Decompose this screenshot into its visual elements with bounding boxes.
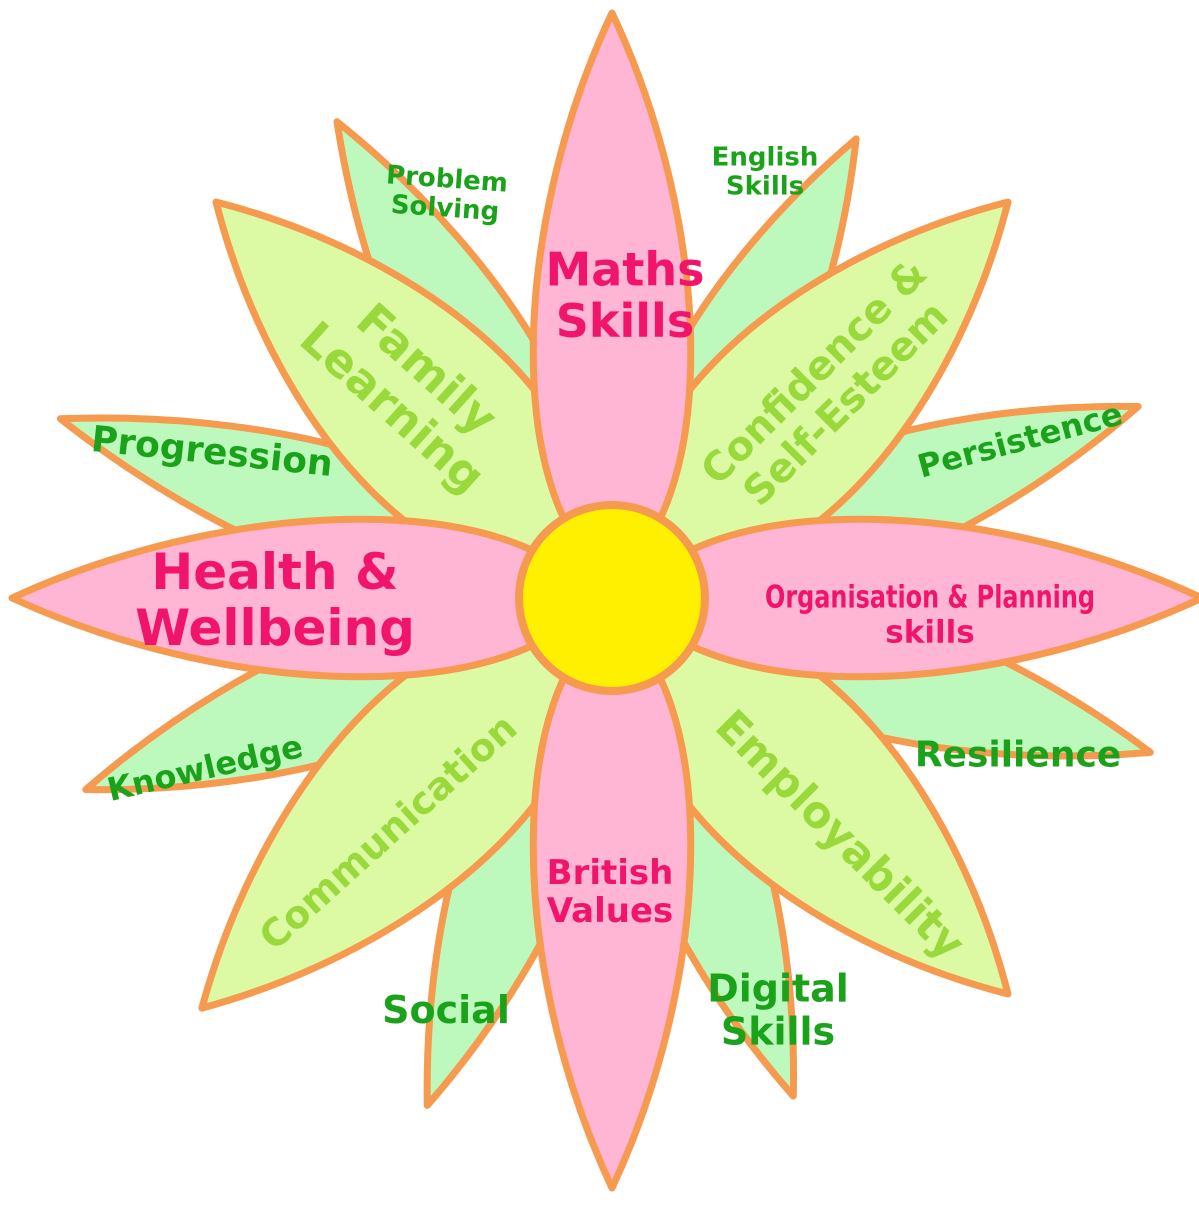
front-petal-label-2-line-1: Organisation & Planning bbox=[765, 580, 1095, 616]
front-petal-4 bbox=[8, 515, 596, 681]
front-petal-label-4-line-1: Health & bbox=[151, 543, 398, 601]
back-petal-label-5: Social bbox=[382, 988, 510, 1032]
front-petal-label-1-line-1: Maths bbox=[546, 242, 705, 296]
front-petal-label-3-line-2: Values bbox=[547, 891, 674, 931]
front-petal-label-4-line-2: Wellbeing bbox=[135, 599, 415, 657]
back-petal-label-4-line-2: Skills bbox=[721, 1009, 835, 1053]
back-petal-label-4-line-1: Digital bbox=[707, 967, 849, 1011]
front-petal-3 bbox=[529, 614, 695, 1192]
front-petal-label-4: Health &Wellbeing bbox=[135, 543, 415, 657]
back-petal-label-3: Resilience bbox=[915, 735, 1121, 776]
back-petal-label-1-line-1: English bbox=[712, 142, 819, 172]
front-petal-label-2-line-2: skills bbox=[885, 614, 974, 650]
front-petal-label-1-line-2: Skills bbox=[556, 294, 694, 348]
back-petal-label-3-line-1: Resilience bbox=[915, 735, 1121, 776]
flower-center bbox=[515, 501, 709, 695]
front-petals-layer bbox=[8, 9, 1199, 1192]
back-petal-label-5-line-1: Social bbox=[382, 988, 510, 1032]
front-petal-1 bbox=[529, 9, 695, 582]
front-petal-2 bbox=[628, 515, 1199, 681]
front-petal-label-3-line-1: British bbox=[547, 853, 674, 893]
back-petal-label-1-line-2: Skills bbox=[726, 172, 804, 202]
